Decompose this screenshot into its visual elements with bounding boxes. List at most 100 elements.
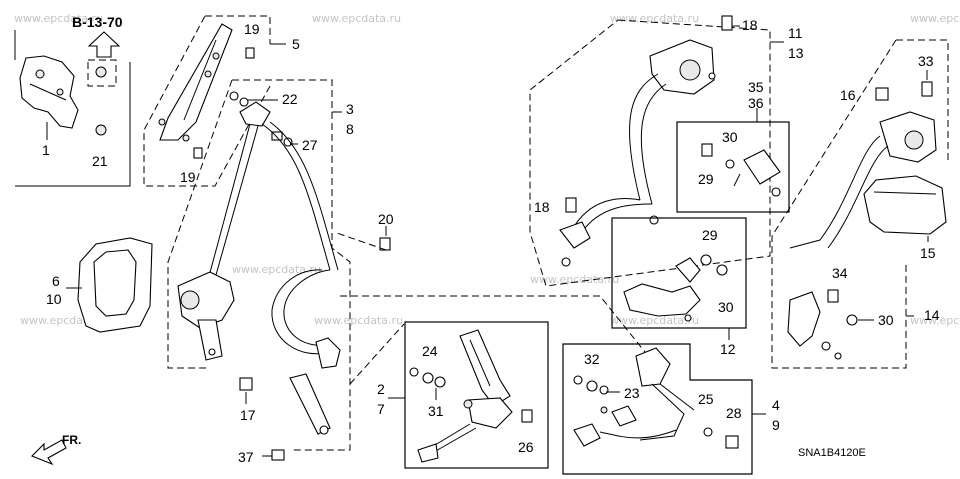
part-2-buckle	[417, 329, 513, 463]
clip-nut-part	[95, 66, 107, 78]
part-21-nut	[95, 124, 107, 136]
watermark: www.epcdata.ru	[610, 314, 699, 327]
part-16-bolt	[875, 87, 889, 101]
part-33-bolt	[921, 81, 933, 97]
connector-line	[340, 295, 646, 353]
watermark: www.epcdata.ru	[530, 273, 619, 286]
callout-10: 10	[46, 291, 62, 307]
callout-8: 8	[346, 121, 354, 137]
callout-14: 14	[924, 307, 940, 323]
part-25-washer	[703, 427, 713, 437]
callout-3: 3	[346, 101, 354, 117]
callout-20: 20	[378, 211, 394, 227]
callout-16: 16	[840, 87, 856, 103]
callout-19-upper: 19	[244, 21, 260, 37]
watermark: www.epcdata.ru	[910, 12, 960, 25]
watermark: www.epcdata.ru	[14, 12, 103, 25]
callout-27: 27	[302, 137, 318, 153]
group-outline-3	[232, 79, 351, 451]
part-35-anchor	[701, 143, 781, 197]
group-box-35	[676, 121, 790, 213]
group-outline-5	[143, 15, 271, 187]
group-bracket-1	[14, 30, 131, 187]
part-28-bolt	[725, 435, 739, 449]
part-26-bolt	[521, 409, 533, 423]
part-37-screw	[271, 449, 285, 461]
watermark: www.epcdata.ru	[232, 263, 321, 276]
callout-34: 34	[832, 265, 848, 281]
callout-13: 13	[788, 45, 804, 61]
part-3-front-belt	[177, 101, 341, 435]
diagram-code: SNA1B4120E	[798, 447, 866, 459]
group-box-2	[404, 321, 549, 469]
callout-30-lower: 30	[718, 299, 734, 315]
part-12-latch	[623, 254, 728, 322]
watermarks: www.epcdata.ru www.epcdata.ru www.epcdat…	[14, 12, 960, 327]
reference-label: B-13-70	[72, 14, 123, 30]
callout-25: 25	[698, 391, 714, 407]
callout-31: 31	[428, 403, 444, 419]
part-17-bolt	[239, 377, 253, 391]
part-24-washer	[409, 367, 446, 388]
callout-6: 6	[52, 273, 60, 289]
part-19-bolt	[193, 47, 255, 159]
callout-1: 1	[42, 142, 50, 158]
part-14-retractor-belt	[787, 111, 937, 360]
callout-12: 12	[720, 341, 736, 357]
callout-36: 36	[748, 95, 764, 111]
part-18-bolt-lower	[565, 197, 577, 213]
up-arrow-icon	[87, 31, 121, 58]
group-box-4	[562, 343, 753, 475]
part-34-bolt	[827, 289, 839, 303]
part-5-pillar-trim	[158, 23, 233, 142]
callout-7: 7	[377, 401, 385, 417]
part-6-cover	[77, 237, 153, 333]
callout-28: 28	[726, 405, 742, 421]
callout-17: 17	[240, 407, 256, 423]
connector-line	[349, 323, 405, 385]
callout-23: 23	[624, 385, 640, 401]
reference-box	[87, 59, 117, 87]
callout-18-upper: 18	[742, 17, 758, 33]
group-outline-3b	[167, 79, 233, 369]
part-32-nut	[573, 375, 609, 395]
watermark: www.epcdata.ru	[312, 12, 401, 25]
part-22-washer	[229, 91, 249, 107]
watermark: www.epcdata.ru	[610, 12, 699, 25]
watermark: www.epcdata.ru	[314, 314, 403, 327]
callout-9: 9	[772, 417, 780, 433]
group-box-12	[611, 217, 747, 329]
callout-35: 35	[748, 79, 764, 95]
front-arrow-icon	[31, 439, 67, 466]
front-direction-indicator: FR.	[31, 433, 81, 466]
callout-24: 24	[422, 343, 438, 359]
part-1-bracket	[19, 55, 79, 129]
callout-32: 32	[584, 351, 600, 367]
group-outline-14	[896, 39, 949, 162]
part-18-bolt-upper	[721, 15, 733, 31]
callout-29-upper: 29	[698, 171, 714, 187]
callout-2: 2	[377, 381, 385, 397]
callout-26: 26	[518, 439, 534, 455]
part-15-tray	[863, 175, 947, 235]
callout-22: 22	[282, 91, 298, 107]
callout-33: 33	[918, 53, 934, 69]
part-11-retractor-belt	[559, 39, 716, 267]
group-outline-14b	[771, 39, 907, 369]
part-4-rear-buckle	[573, 347, 695, 447]
callout-5: 5	[292, 36, 300, 52]
callout-29-lower: 29	[702, 227, 718, 243]
callout-15: 15	[920, 245, 936, 261]
callout-30-upper: 30	[722, 129, 738, 145]
callout-4: 4	[772, 397, 780, 413]
part-27-bolt	[271, 131, 293, 147]
leader-line	[333, 231, 387, 251]
callout-30-right: 30	[878, 312, 894, 328]
reference-indicator: B-13-70	[72, 14, 123, 87]
callout-11: 11	[788, 25, 803, 41]
callout-19-lower: 19	[180, 169, 196, 185]
callout-18-lower: 18	[534, 199, 550, 215]
watermark: www.epcdata.ru	[910, 314, 960, 327]
